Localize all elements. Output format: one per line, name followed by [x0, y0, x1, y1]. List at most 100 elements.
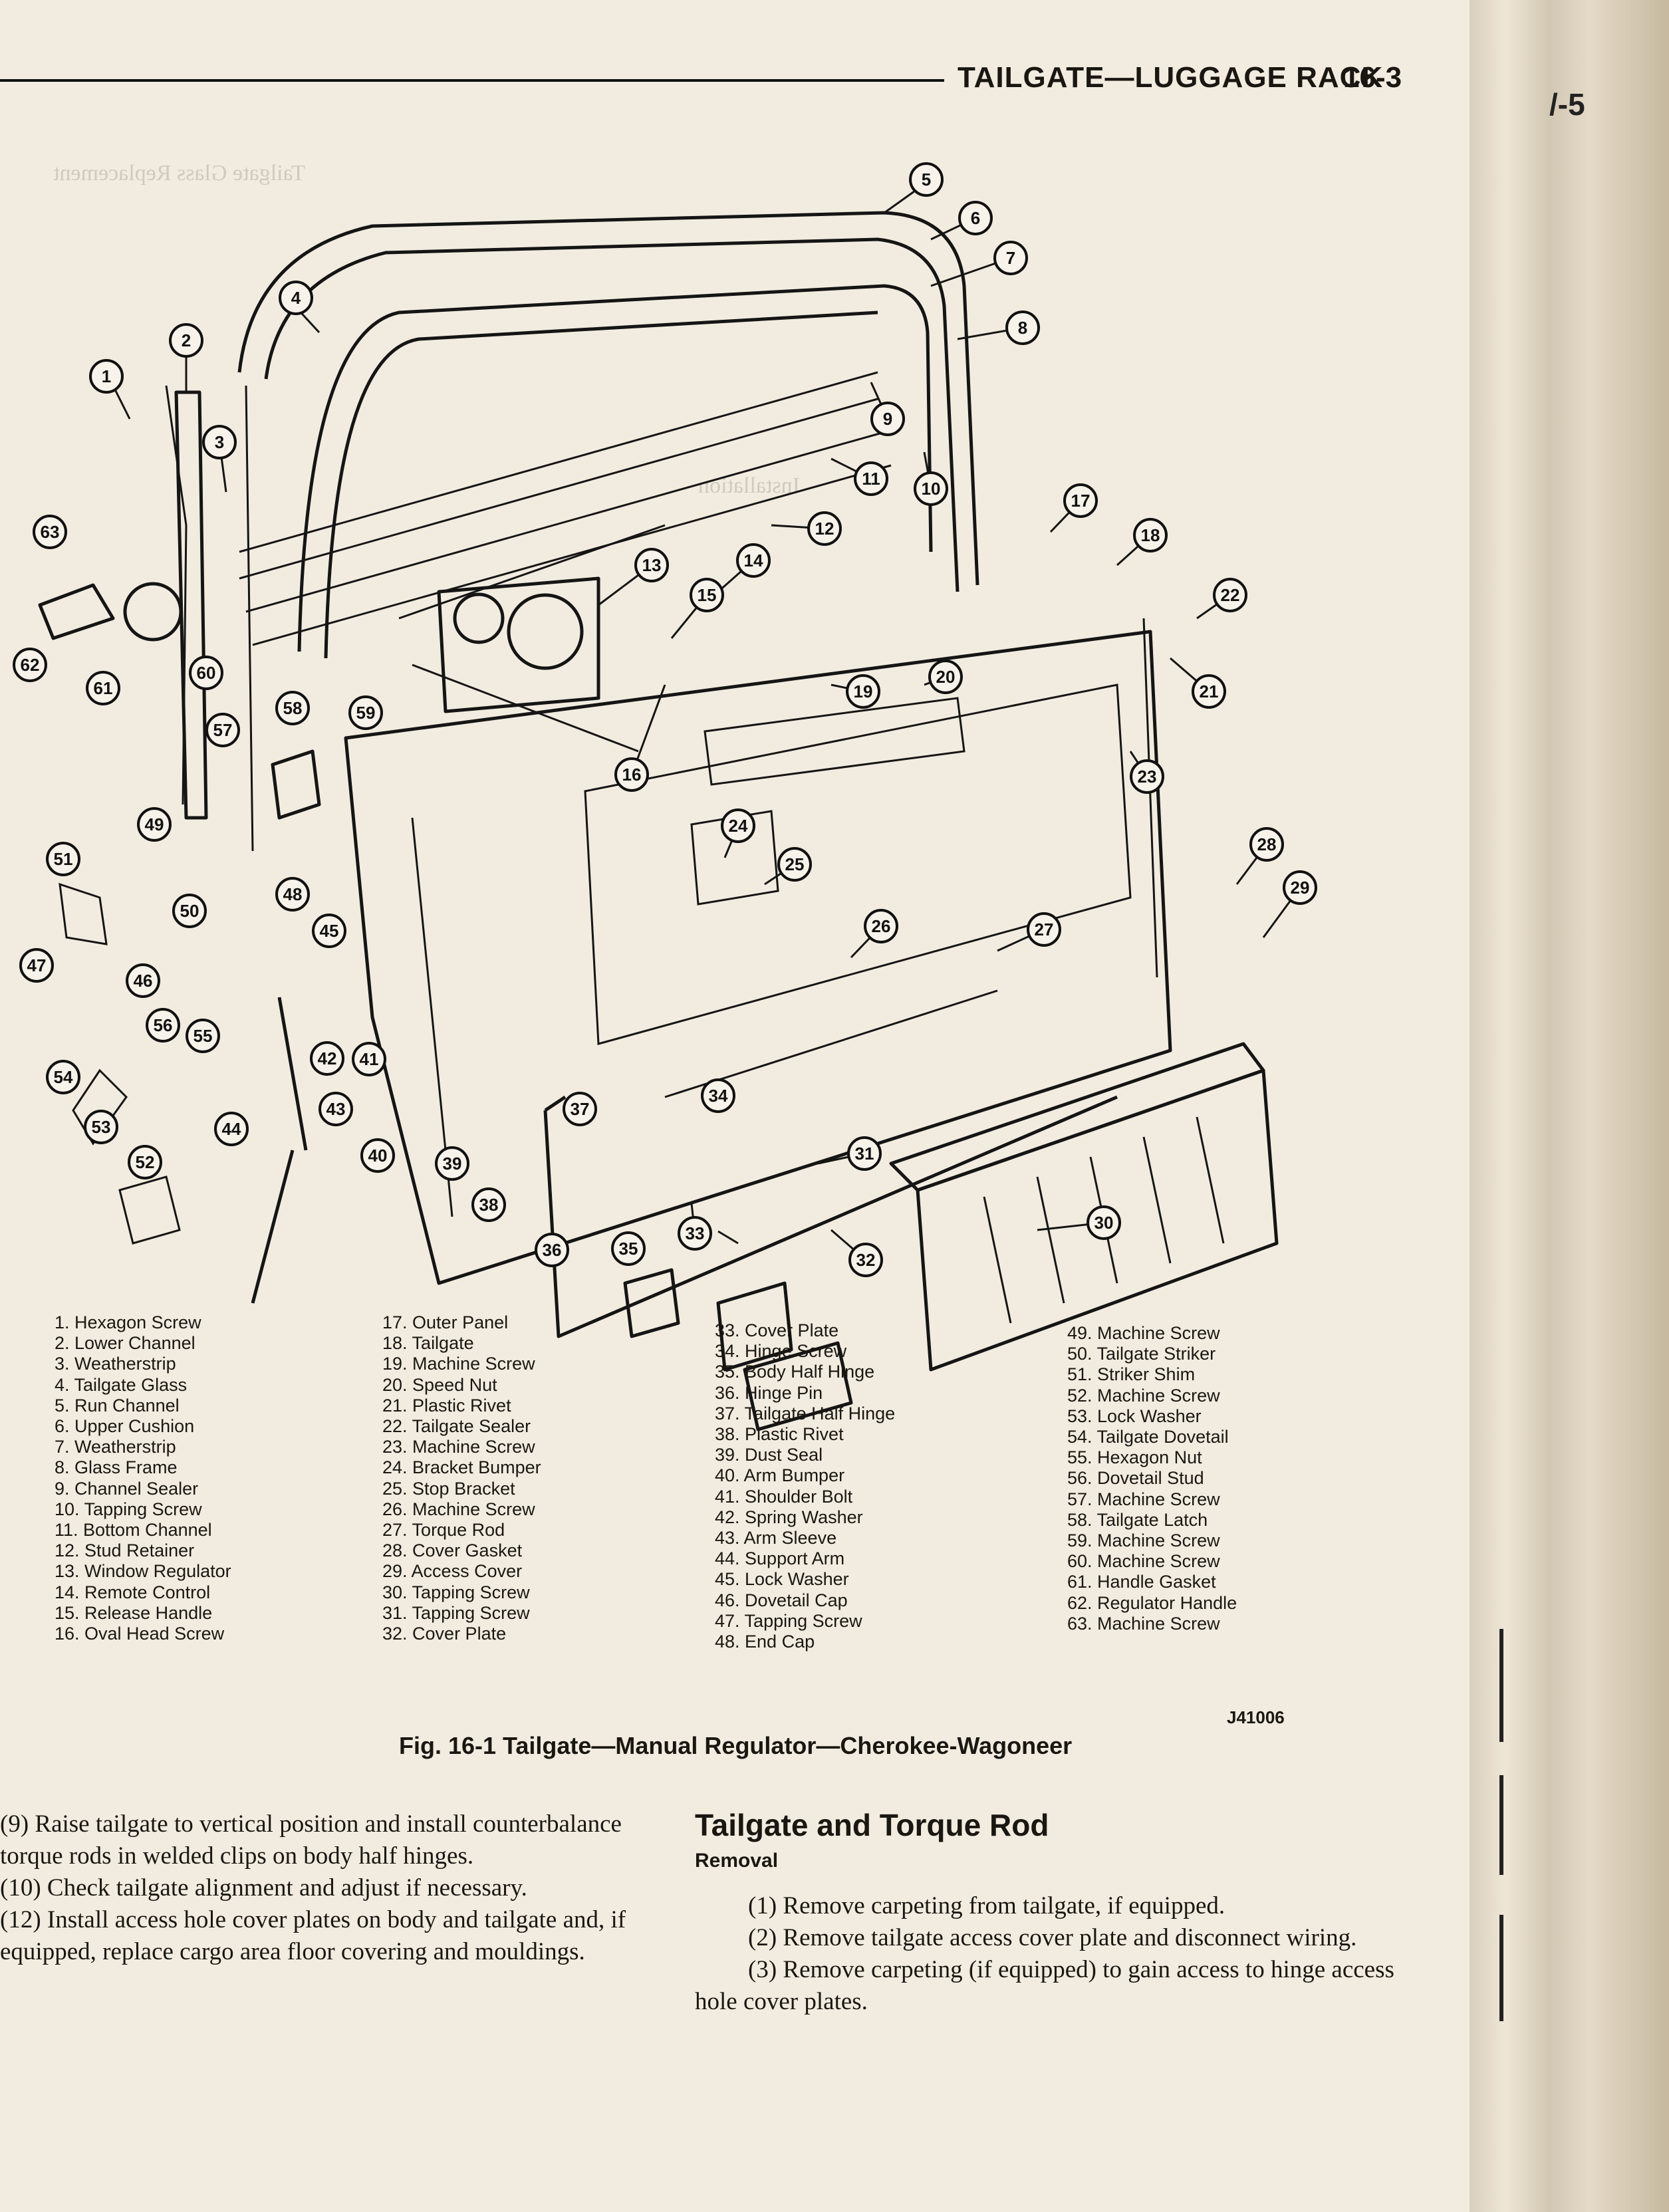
legend-item: 51. Striker Shim	[1067, 1364, 1196, 1385]
legend-item: 59. Machine Screw	[1067, 1531, 1220, 1551]
page-header-title: TAILGATE—LUGGAGE RACK	[958, 61, 1384, 94]
svg-text:2: 2	[182, 330, 191, 350]
callout-44: 44	[214, 1112, 249, 1146]
svg-text:55: 55	[193, 1026, 213, 1046]
legend-item: 28. Cover Gasket	[382, 1540, 523, 1561]
callout-55: 55	[186, 1019, 220, 1053]
callout-48: 48	[275, 877, 310, 912]
step-paragraph: (1) Remove carpeting from tailgate, if e…	[748, 1892, 1225, 1919]
callout-16: 16	[614, 757, 649, 792]
svg-text:34: 34	[709, 1086, 728, 1106]
subsection-heading: Removal	[695, 1850, 779, 1872]
svg-text:45: 45	[320, 921, 339, 941]
left-column-text: (9) Raise tailgate to vertical position …	[0, 1808, 632, 1968]
legend-item: 3. Weatherstrip	[55, 1354, 176, 1374]
svg-text:10: 10	[922, 479, 941, 499]
callout-27: 27	[1027, 912, 1061, 947]
callout-38: 38	[471, 1187, 506, 1222]
svg-text:7: 7	[1006, 248, 1015, 268]
svg-text:59: 59	[356, 703, 376, 723]
legend-item: 23. Machine Screw	[382, 1437, 535, 1457]
legend-item: 63. Machine Screw	[1067, 1613, 1220, 1634]
callout-37: 37	[563, 1092, 597, 1126]
svg-text:53: 53	[92, 1117, 111, 1137]
legend-item: 61. Handle Gasket	[1067, 1572, 1216, 1592]
svg-text:24: 24	[729, 816, 748, 836]
svg-text:58: 58	[283, 698, 303, 718]
callout-15: 15	[690, 578, 724, 612]
callout-33: 33	[678, 1216, 712, 1251]
legend-item: 45. Lock Washer	[715, 1569, 849, 1590]
legend-item: 38. Plastic Rivet	[715, 1424, 844, 1445]
svg-text:33: 33	[686, 1223, 705, 1243]
svg-text:13: 13	[642, 555, 662, 575]
legend-column-4: 49. Machine Screw 50. Tailgate Striker 5…	[1067, 1323, 1237, 1634]
figure-code: J41006	[1227, 1707, 1285, 1727]
callout-39: 39	[435, 1146, 469, 1181]
svg-text:46: 46	[134, 971, 153, 991]
callout-32: 32	[848, 1243, 883, 1277]
callout-9: 9	[870, 402, 905, 436]
callout-21: 21	[1192, 674, 1226, 709]
legend-item: 52. Machine Screw	[1067, 1385, 1220, 1406]
legend-item: 21. Plastic Rivet	[382, 1395, 511, 1415]
legend-item: 35. Body Half Hinge	[715, 1362, 875, 1382]
callout-41: 41	[352, 1042, 386, 1076]
next-page-edge-label: /-5	[1549, 87, 1585, 122]
callout-47: 47	[19, 948, 54, 983]
callout-35: 35	[611, 1231, 646, 1266]
legend-item: 4. Tailgate Glass	[55, 1374, 188, 1395]
legend-item: 15. Release Handle	[55, 1602, 213, 1623]
section-heading: Tailgate and Torque Rod	[695, 1808, 1049, 1842]
callout-23: 23	[1130, 759, 1164, 794]
legend-column-2: 17. Outer Panel 18. Tailgate 19. Machine…	[382, 1312, 541, 1644]
callout-22: 22	[1213, 578, 1247, 612]
legend-item: 11. Bottom Channel	[55, 1520, 212, 1540]
legend-item: 49. Machine Screw	[1067, 1323, 1220, 1343]
callout-13: 13	[634, 548, 669, 582]
svg-text:9: 9	[883, 409, 892, 429]
callout-2: 2	[169, 323, 203, 358]
legend-item: 58. Tailgate Latch	[1067, 1509, 1208, 1530]
callout-57: 57	[205, 713, 240, 747]
legend-item: 56. Dovetail Stud	[1067, 1468, 1204, 1489]
svg-text:41: 41	[360, 1049, 379, 1069]
legend-item: 48. End Cap	[715, 1632, 815, 1652]
svg-text:54: 54	[54, 1067, 73, 1087]
step-paragraph: (10) Check tailgate alignment and adjust…	[0, 1874, 527, 1902]
right-column-text: Tailgate and Torque Rod Removal (1) Remo…	[695, 1805, 1400, 2018]
callout-49: 49	[137, 807, 172, 842]
legend-item: 26. Machine Screw	[382, 1499, 535, 1519]
callout-46: 46	[126, 963, 160, 998]
step-paragraph: (3) Remove carpeting (if equipped) to ga…	[695, 1956, 1394, 2015]
legend-item: 34. Hinge Screw	[715, 1341, 847, 1362]
svg-text:35: 35	[619, 1239, 638, 1259]
callout-26: 26	[864, 909, 898, 943]
callout-40: 40	[360, 1138, 395, 1173]
callout-56: 56	[146, 1008, 180, 1043]
svg-text:32: 32	[856, 1250, 876, 1270]
callout-3: 3	[202, 425, 237, 459]
svg-text:43: 43	[326, 1099, 346, 1119]
legend-item: 55. Hexagon Nut	[1067, 1447, 1202, 1468]
svg-text:12: 12	[815, 519, 834, 539]
legend-item: 40. Arm Bumper	[715, 1465, 845, 1486]
callout-36: 36	[535, 1233, 569, 1267]
svg-text:60: 60	[197, 663, 216, 683]
legend-item: 18. Tailgate	[382, 1333, 474, 1354]
legend-item: 60. Machine Screw	[1067, 1551, 1220, 1572]
callout-60: 60	[189, 656, 223, 690]
callout-1: 1	[89, 359, 124, 394]
callout-14: 14	[736, 543, 771, 578]
callout-25: 25	[777, 847, 812, 882]
callout-6: 6	[958, 201, 993, 235]
page-number: 16-3	[1343, 61, 1402, 94]
callout-61: 61	[86, 671, 120, 705]
callout-51: 51	[46, 842, 80, 876]
tailgate-exploded-diagram: 1 2 3 4 5 6 7 8 9 10 11 12 13 14 15 16 1…	[13, 162, 1317, 1431]
callout-29: 29	[1283, 870, 1317, 905]
legend-item: 12. Stud Retainer	[55, 1540, 195, 1561]
svg-text:26: 26	[872, 916, 891, 936]
legend-item: 1. Hexagon Screw	[55, 1312, 201, 1332]
edge-mark	[1499, 1629, 1503, 1742]
